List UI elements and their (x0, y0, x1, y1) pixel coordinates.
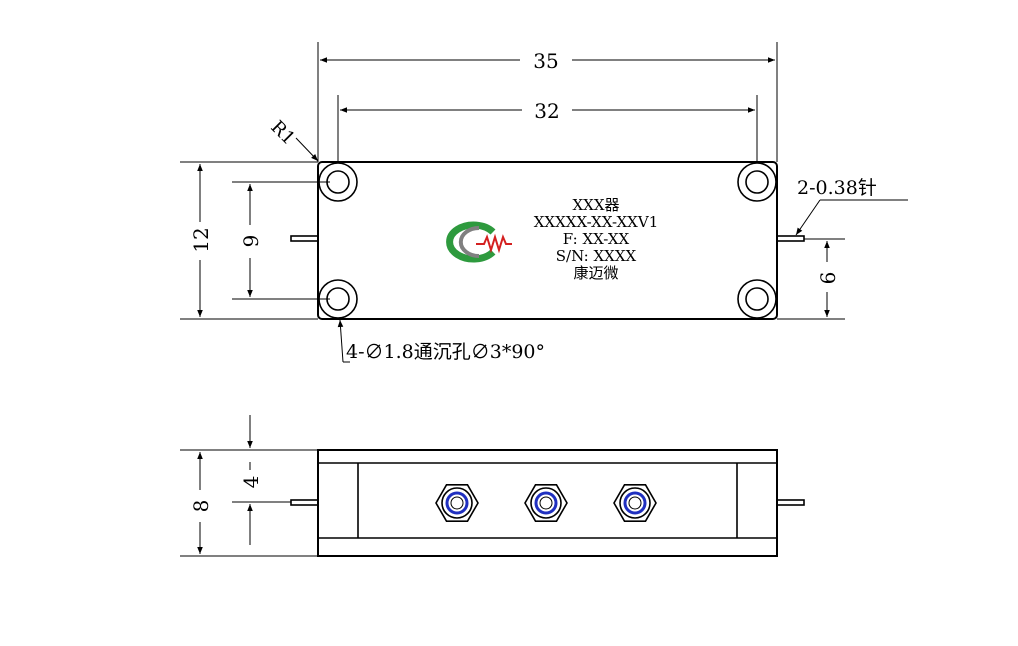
label-brand: 康迈微 (573, 264, 618, 282)
dim-12-label: 12 (189, 227, 213, 252)
dimension-overall-height: 12 (189, 164, 213, 317)
label-frequency: F: XX-XX (563, 230, 630, 248)
dimension-hole-spacing-x: 32 (340, 99, 755, 123)
connector-center-pin (450, 496, 464, 510)
connector-dielectric (623, 491, 647, 515)
mounting-hole-tr (737, 162, 777, 202)
dim-8-label: 8 (189, 500, 213, 513)
corner-radius-callout: R1 (266, 117, 319, 162)
mounting-hole-br (737, 279, 777, 319)
label-serial: S/N: XXXX (556, 247, 637, 265)
hole-label: 4-∅1.8通沉孔∅3*90° (346, 341, 545, 363)
side-pin-left (290, 499, 319, 506)
label-name: XXX器 (572, 196, 619, 214)
connector-dielectric (445, 491, 469, 515)
brand-logo (446, 221, 512, 263)
dim-6-label: 6 (816, 272, 840, 285)
dim-35-label: 35 (533, 49, 558, 73)
pin-right (776, 235, 805, 242)
connector-group (435, 483, 657, 523)
connector-hex-nut (524, 483, 568, 523)
dim-4-label: 4 (239, 476, 263, 489)
dimension-overall-width: 35 (320, 49, 775, 73)
side-pin-right (776, 499, 805, 506)
hole-callout: 4-∅1.8通沉孔∅3*90° (337, 319, 545, 363)
label-model: XXXXX-XX-XXV1 (534, 213, 658, 231)
module-body-top (317, 161, 778, 320)
sma-connector (524, 483, 568, 523)
sma-connector (435, 483, 479, 523)
product-label: XXX器 XXXXX-XX-XXV1 F: XX-XX S/N: XXXX 康迈… (534, 196, 658, 282)
connector-body (619, 487, 651, 519)
dim-9-label: 9 (239, 235, 263, 248)
dimension-pin-height: 4 (239, 415, 263, 545)
dim-32-label: 32 (534, 99, 559, 123)
dimension-pin-offset: 6 (816, 241, 840, 317)
corner-radius-label: R1 (266, 117, 299, 150)
connector-body (530, 487, 562, 519)
top-view: 35 32 (180, 42, 908, 363)
pin-label: 2-0.38针 (797, 177, 877, 199)
pin-callout: 2-0.38针 (795, 177, 908, 236)
connector-dielectric (534, 491, 558, 515)
sma-connector (613, 483, 657, 523)
connector-hex-nut (613, 483, 657, 523)
pin-left (290, 235, 319, 242)
dimension-hole-spacing-y: 9 (239, 184, 263, 297)
side-view: 8 4 (180, 415, 805, 557)
dimension-side-height: 8 (189, 452, 213, 554)
connector-center-pin (628, 496, 642, 510)
connector-hex-nut (435, 483, 479, 523)
connector-body (441, 487, 473, 519)
connector-center-pin (539, 496, 553, 510)
